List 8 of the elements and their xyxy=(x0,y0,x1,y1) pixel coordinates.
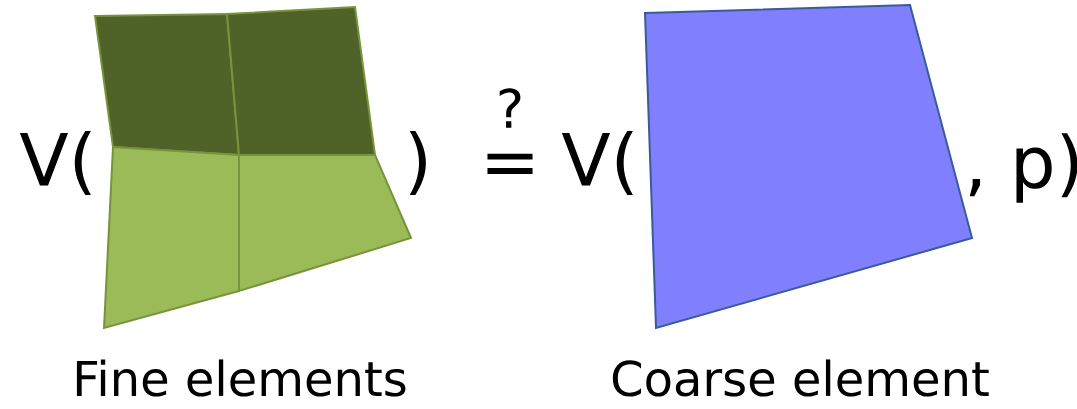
function-symbol: V( xyxy=(561,130,633,196)
function-symbol: V( xyxy=(19,130,91,196)
caption: Coarse element xyxy=(612,359,989,397)
caption: Fine elements xyxy=(76,359,406,397)
equals-sign: = xyxy=(487,153,533,174)
closing-parenthesis: ) xyxy=(409,130,426,196)
parameter-text: , p) xyxy=(969,133,1077,203)
question-mark: ? xyxy=(499,88,521,128)
